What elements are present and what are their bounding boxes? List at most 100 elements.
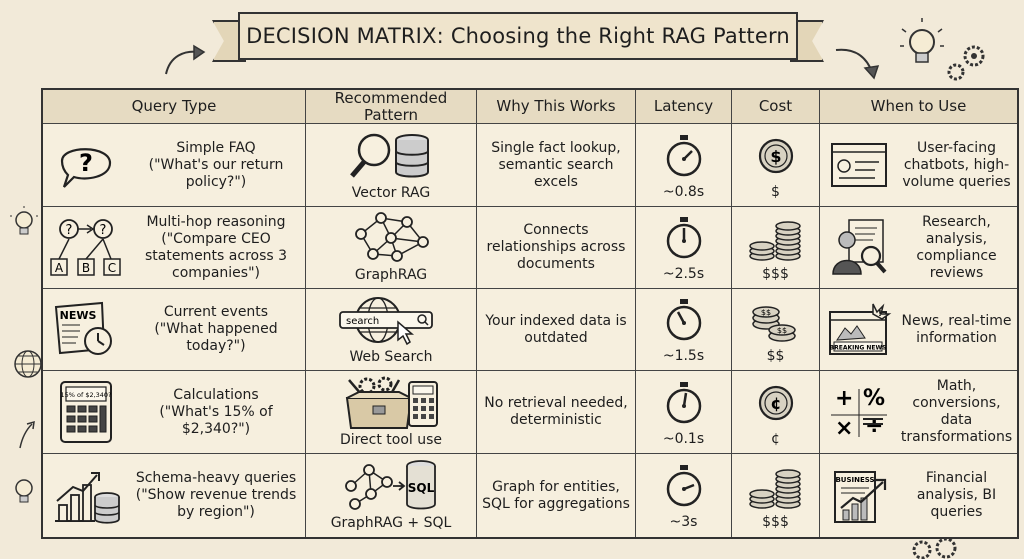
- svg-text:+: +: [835, 386, 853, 411]
- pattern-name: Web Search: [349, 349, 433, 365]
- query-example: ("What's 15% of $2,340?"): [159, 403, 273, 437]
- analyst-magnifier-icon: [826, 217, 892, 279]
- coin-stacks-icon: [748, 212, 804, 264]
- when-text: User-facing chatbots, high-volume querie…: [902, 139, 1011, 190]
- latency-value: ~0.8s: [662, 183, 705, 200]
- stopwatch-icon: [664, 377, 704, 429]
- why-cell: Connects relationships across documents: [477, 207, 636, 289]
- query-type-cell: NEWS Current events("What happened today…: [43, 289, 306, 371]
- why-cell: Graph for entities, SQL for aggregations: [477, 454, 636, 537]
- query-title: Current events: [163, 304, 269, 320]
- pattern-name: GraphRAG: [354, 267, 428, 283]
- why-cell: Single fact lookup, semantic search exce…: [477, 124, 636, 207]
- pattern-cell: GraphRAG: [306, 207, 477, 289]
- pattern-cell: Direct tool use: [306, 371, 477, 454]
- lightbulb-icon: [900, 18, 944, 63]
- svg-text:?: ?: [79, 149, 93, 177]
- query-example: ("What's our return policy?"): [148, 156, 284, 190]
- pattern-name: Direct tool use: [339, 431, 443, 448]
- header-recommended-pattern: Recommended Pattern: [306, 89, 477, 124]
- business-report-icon: BUSINESS: [826, 465, 892, 527]
- why-cell: Your indexed data is outdated: [477, 289, 636, 371]
- when-cell: BREAKING NEWS! News, real-time informati…: [820, 289, 1017, 371]
- query-title: Multi-hop reasoning: [146, 213, 286, 230]
- query-example: ("What happened today?"): [154, 321, 278, 354]
- when-cell: +%×÷ Math, conversions, data transformat…: [820, 371, 1017, 454]
- globe-icon: [14, 350, 42, 378]
- cost-cell: $$$$ $$: [732, 289, 820, 371]
- why-text: Connects relationships across documents: [486, 222, 626, 272]
- header-why-this-works: Why This Works: [477, 90, 636, 124]
- when-text: News, real-time information: [901, 312, 1012, 346]
- pattern-cell: SQL GraphRAG + SQL: [306, 454, 477, 537]
- cost-value: $$$: [762, 266, 789, 282]
- curved-arrow-icon: [835, 48, 880, 80]
- latency-cell: ~0.1s: [636, 371, 732, 454]
- latency-value: ~3s: [669, 514, 698, 530]
- stopwatch-icon: [664, 294, 704, 346]
- svg-text:$$: $$: [760, 308, 770, 317]
- header-query-type: Query Type: [43, 90, 306, 124]
- latency-cell: ~2.5s: [636, 207, 732, 289]
- pattern-cell: Vector RAG: [306, 124, 477, 207]
- latency-cell: ~3s: [636, 454, 732, 537]
- svg-text:×: ×: [835, 416, 853, 441]
- why-text: Your indexed data is outdated: [485, 312, 627, 346]
- header-latency: Latency: [636, 90, 732, 124]
- flow-box-label: C: [108, 261, 116, 275]
- why-text: Single fact lookup, semantic search exce…: [491, 139, 621, 190]
- latency-value: ~2.5s: [662, 266, 705, 282]
- cost-value: $$: [766, 348, 785, 364]
- query-type-cell: Schema-heavy queries("Show revenue trend…: [43, 454, 306, 537]
- single-coin-icon: $: [756, 130, 796, 182]
- latency-cell: ~0.8s: [636, 124, 732, 207]
- when-text: Research, analysis, compliance reviews: [916, 213, 997, 281]
- svg-text:?: ?: [100, 223, 107, 238]
- graph-sql-icon: SQL: [331, 459, 451, 513]
- cost-cell: $$$: [732, 454, 820, 537]
- svg-text:÷: ÷: [865, 414, 883, 439]
- flow-box-label: A: [55, 261, 64, 275]
- decision-matrix-table: Query Type Recommended Pattern Why This …: [41, 88, 1019, 539]
- toolbox-calculator-icon: [331, 376, 451, 430]
- lightbulb-icon: [10, 206, 38, 235]
- query-title: Simple FAQ: [176, 139, 256, 156]
- svg-text:¢: ¢: [770, 394, 781, 413]
- query-example: ("Show revenue trends by region"): [135, 487, 297, 520]
- cost-value: ¢: [771, 430, 780, 447]
- graph-network-icon: [331, 211, 451, 265]
- search-bar-label: search: [346, 316, 379, 327]
- report-label: BUSINESS: [835, 476, 874, 484]
- breaking-news-icon: BREAKING NEWS!: [826, 299, 892, 361]
- dollar-coins-icon: $$$$: [748, 294, 804, 346]
- stopwatch-icon: [664, 212, 704, 264]
- lightbulb-icon: [15, 479, 33, 503]
- why-text: Graph for entities, SQL for aggregations: [482, 478, 630, 512]
- coin-stacks-icon: [748, 460, 804, 512]
- sql-label: SQL: [408, 481, 435, 495]
- cost-cell: $$$: [732, 207, 820, 289]
- latency-cell: ~1.5s: [636, 289, 732, 371]
- header-cost: Cost: [732, 90, 820, 124]
- latency-value: ~1.5s: [662, 348, 705, 364]
- calculator-icon: 15% of $2,340?: [51, 379, 121, 445]
- up-arrow-icon: [19, 420, 35, 449]
- pattern-cell: search Web Search: [306, 289, 477, 371]
- page-title: DECISION MATRIX: Choosing the Right RAG …: [238, 12, 798, 60]
- flow-box-label: B: [82, 261, 90, 275]
- svg-text:!: !: [878, 309, 882, 318]
- stopwatch-icon: [664, 130, 704, 182]
- cent-coin-icon: ¢: [756, 377, 796, 429]
- when-cell: User-facing chatbots, high-volume querie…: [820, 124, 1017, 207]
- when-cell: BUSINESS Financial analysis, BI queries: [820, 454, 1017, 537]
- cost-value: $: [771, 183, 780, 200]
- latency-value: ~0.1s: [662, 430, 705, 447]
- query-title: Calculations: [173, 386, 259, 403]
- magnifier-database-icon: [331, 129, 451, 183]
- newspaper-clock-icon: NEWS: [51, 297, 121, 363]
- math-operators-icon: +%×÷: [826, 381, 892, 443]
- bar-chart-database-icon: [51, 463, 121, 529]
- why-text: No retrieval needed, deterministic: [484, 395, 628, 428]
- stopwatch-icon: [664, 460, 704, 512]
- query-title: Schema-heavy queries: [135, 470, 297, 486]
